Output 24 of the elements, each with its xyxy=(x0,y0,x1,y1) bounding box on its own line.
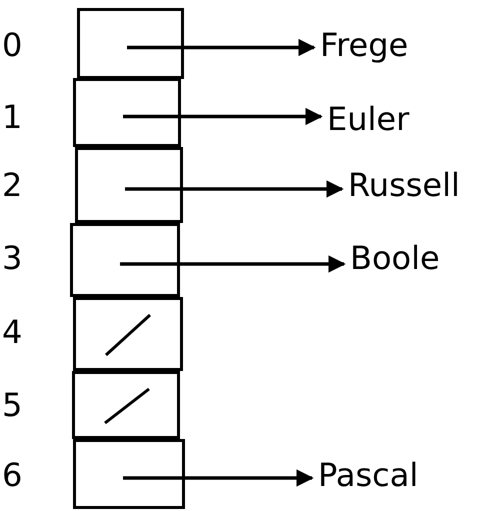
pointer-arrow xyxy=(123,469,314,487)
index-number: 1 xyxy=(2,98,22,136)
index-number: 2 xyxy=(2,166,22,204)
pointer-arrow xyxy=(123,108,323,126)
name-text: Frege xyxy=(320,26,408,64)
pointer-arrow xyxy=(127,38,316,56)
name-text: Euler xyxy=(327,100,410,138)
array-cell xyxy=(73,439,185,509)
name-text: Boole xyxy=(350,239,440,277)
index-number: 5 xyxy=(2,386,22,424)
array-cell xyxy=(73,297,183,371)
array-cell xyxy=(70,223,180,297)
pointer-arrow xyxy=(125,180,344,198)
array-cell xyxy=(75,147,183,223)
index-number: 0 xyxy=(2,26,22,64)
index-number: 4 xyxy=(2,313,22,351)
pointer-arrow xyxy=(120,255,346,273)
array-cell xyxy=(72,371,180,439)
name-text: Pascal xyxy=(318,456,418,494)
name-text: Russell xyxy=(348,166,460,204)
array-cell xyxy=(77,8,184,79)
array-cell xyxy=(73,78,181,147)
index-number: 6 xyxy=(2,456,22,494)
index-number: 3 xyxy=(2,239,22,277)
